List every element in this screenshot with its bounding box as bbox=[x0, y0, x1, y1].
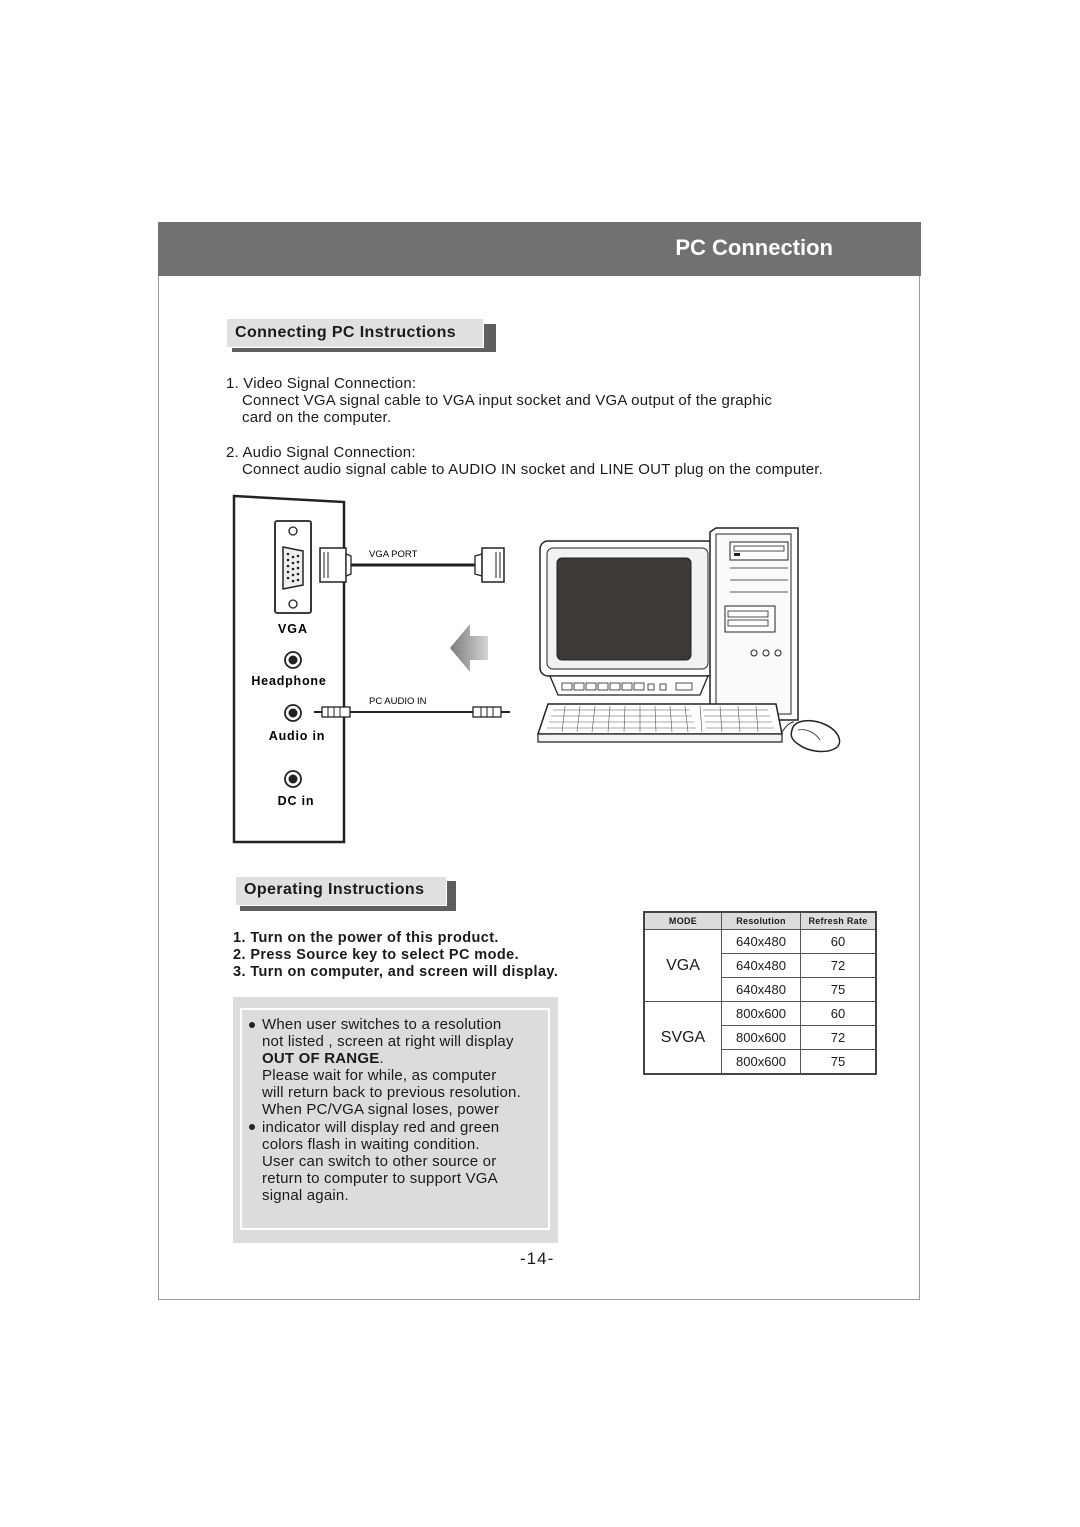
note-box-inner bbox=[240, 1008, 550, 1230]
mode-table-header-row: MODE Resolution Refresh Rate bbox=[643, 911, 877, 930]
refresh-rate-cell: 72 bbox=[800, 953, 877, 978]
connection-diagram: VGA Headphone Audio in DC in VGA PORT bbox=[232, 494, 841, 844]
operating-step: 3. Turn on computer, and screen will dis… bbox=[233, 964, 559, 980]
headphone-jack-icon bbox=[284, 651, 302, 669]
note-text: When user switches to a resolution not l… bbox=[262, 1016, 521, 1204]
vga-socket-icon bbox=[274, 520, 312, 614]
video-signal-line2: card on the computer. bbox=[242, 409, 392, 426]
note-line: OUT OF RANGE. bbox=[262, 1050, 384, 1068]
bullet-icon bbox=[249, 1022, 255, 1028]
note-line: will return back to previous resolution. bbox=[262, 1084, 521, 1102]
refresh-rate-cell: 60 bbox=[800, 929, 877, 954]
out-of-range-text: OUT OF RANGE bbox=[262, 1050, 380, 1068]
refresh-rate-cell: 75 bbox=[800, 977, 877, 1002]
bullet-icon bbox=[249, 1124, 255, 1130]
page-number: -14- bbox=[520, 1249, 555, 1268]
operating-steps: 1. Turn on the power of this product. 2.… bbox=[233, 930, 558, 981]
note-line: Please wait for while, as computer bbox=[262, 1067, 497, 1085]
table-row: SVGA 800x600 60 bbox=[643, 1001, 877, 1075]
section-title-operating: Operating Instructions bbox=[244, 881, 425, 898]
note-line: colors flash in waiting condition. bbox=[262, 1135, 480, 1153]
panel-label-headphone: Headphone bbox=[251, 674, 326, 688]
note-line: signal again. bbox=[262, 1186, 349, 1204]
mode-cell-vga: VGA bbox=[643, 929, 722, 1002]
note-line: return to computer to support VGA bbox=[262, 1169, 498, 1187]
operating-step: 1. Turn on the power of this product. bbox=[233, 930, 499, 946]
dc-in-jack-icon bbox=[284, 770, 302, 788]
table-row: 640x480 75 bbox=[644, 977, 877, 1002]
column-header-mode: MODE bbox=[643, 911, 722, 930]
note-line: User can switch to other source or bbox=[262, 1152, 497, 1170]
page-title: PC Connection bbox=[675, 235, 833, 260]
refresh-rate-cell: 75 bbox=[800, 1049, 877, 1075]
resolution-cell: 800x600 bbox=[721, 1025, 801, 1050]
resolution-cell: 800x600 bbox=[721, 1001, 801, 1026]
refresh-rate-cell: 72 bbox=[800, 1025, 877, 1050]
mouse-icon bbox=[781, 719, 841, 753]
mode-table: MODE Resolution Refresh Rate VGA 640x480… bbox=[643, 911, 877, 1075]
column-header-refresh-rate: Refresh Rate bbox=[800, 911, 877, 930]
pc-audio-in-label: PC AUDIO IN bbox=[369, 696, 427, 707]
audio-signal-line1: Connect audio signal cable to AUDIO IN s… bbox=[242, 461, 824, 478]
panel-label-dc-in: DC in bbox=[278, 794, 315, 808]
audio-cable-icon bbox=[314, 706, 510, 718]
note-box bbox=[233, 997, 558, 1243]
section-title-connecting: Connecting PC Instructions bbox=[235, 324, 457, 341]
table-row: VGA 640x480 60 bbox=[643, 929, 877, 1002]
vga-cable-icon bbox=[319, 547, 505, 583]
resolution-cell: 640x480 bbox=[721, 953, 801, 978]
panel-label-vga: VGA bbox=[278, 622, 308, 636]
resolution-cell: 800x600 bbox=[721, 1049, 801, 1075]
left-arrow-icon bbox=[450, 624, 488, 672]
refresh-rate-cell: 60 bbox=[800, 1001, 877, 1026]
note-line: When user switches to a resolution bbox=[262, 1016, 502, 1033]
note-line: When PC/VGA signal loses, power bbox=[262, 1101, 500, 1119]
panel-label-audio-in: Audio in bbox=[269, 729, 325, 743]
note-line: not listed , screen at right will displa… bbox=[262, 1033, 514, 1051]
resolution-cell: 640x480 bbox=[721, 929, 801, 954]
column-header-resolution: Resolution bbox=[721, 911, 801, 930]
mode-cell-svga: SVGA bbox=[643, 1001, 722, 1075]
keyboard-icon bbox=[536, 703, 783, 743]
computer-tower-icon bbox=[709, 527, 799, 721]
video-signal-line1: Connect VGA signal cable to VGA input so… bbox=[242, 392, 773, 409]
table-row: 640x480 72 bbox=[644, 953, 877, 978]
audio-in-jack-icon bbox=[284, 704, 302, 722]
operating-step: 2. Press Source key to select PC mode. bbox=[233, 947, 519, 963]
table-row: 800x600 72 bbox=[644, 1025, 877, 1050]
audio-signal-title: 2. Audio Signal Connection: bbox=[226, 444, 416, 461]
video-signal-title: 1. Video Signal Connection: bbox=[226, 375, 417, 392]
note-line: indicator will display red and green bbox=[262, 1118, 500, 1136]
monitor-icon bbox=[539, 540, 716, 696]
table-row: 800x600 75 bbox=[644, 1049, 877, 1075]
page-header: PC Connection bbox=[158, 222, 921, 276]
resolution-cell: 640x480 bbox=[721, 977, 801, 1002]
vga-port-label: VGA PORT bbox=[369, 549, 418, 560]
